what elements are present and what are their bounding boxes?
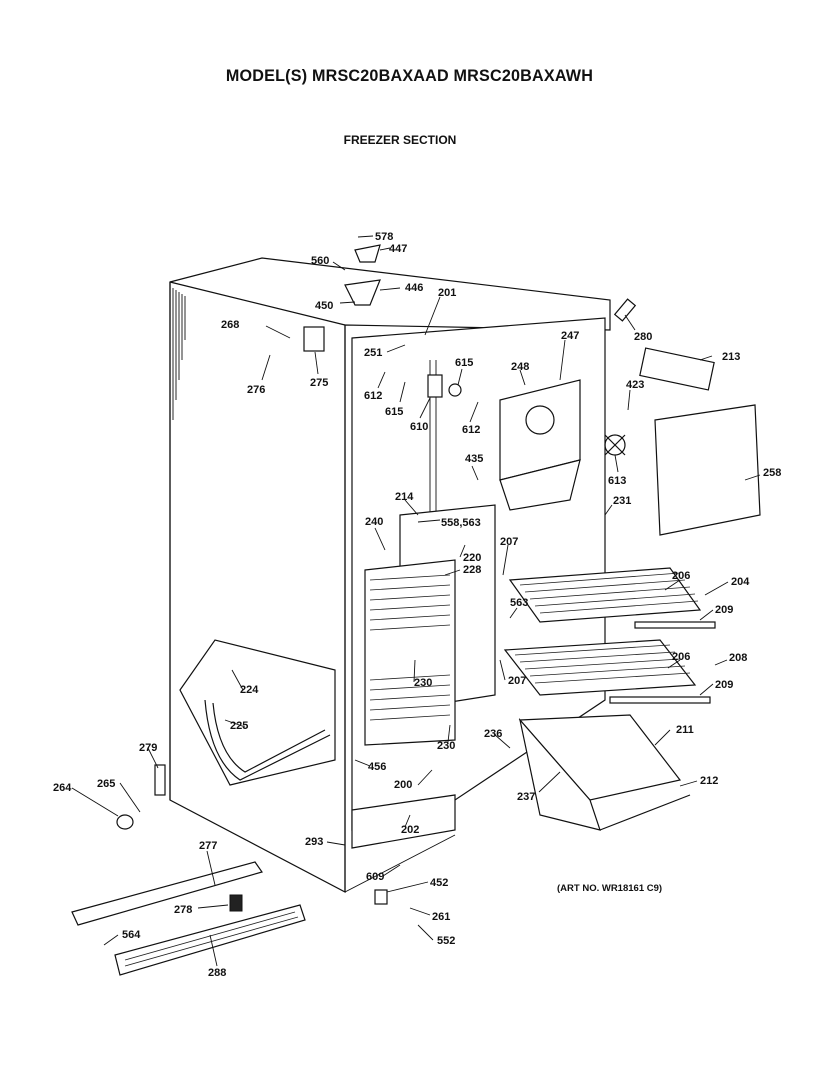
label-261: 261 xyxy=(432,911,450,923)
label-265: 265 xyxy=(97,778,115,790)
leader-lines xyxy=(71,235,761,967)
label-240: 240 xyxy=(365,516,383,528)
label-435: 435 xyxy=(465,453,483,465)
label-207-a: 207 xyxy=(500,536,518,548)
label-247: 247 xyxy=(561,330,579,342)
section-subtitle: FREEZER SECTION xyxy=(343,133,457,147)
part-275 xyxy=(303,326,325,352)
label-207-b: 207 xyxy=(508,675,526,687)
label-450: 450 xyxy=(315,300,333,312)
label-280: 280 xyxy=(634,331,652,343)
label-564: 564 xyxy=(122,929,141,941)
label-279: 279 xyxy=(139,742,157,754)
label-230-a: 230 xyxy=(414,677,432,689)
label-206-a: 206 xyxy=(672,570,690,582)
fan-blade xyxy=(604,434,626,456)
evaporator-cover xyxy=(364,504,496,746)
label-251: 251 xyxy=(364,347,382,359)
label-225: 225 xyxy=(230,720,248,732)
bottom-rail xyxy=(71,861,263,926)
fan-bracket xyxy=(499,379,581,511)
label-201: 201 xyxy=(438,287,456,299)
part-446 xyxy=(344,279,381,306)
label-268: 268 xyxy=(221,319,239,331)
label-276: 276 xyxy=(247,384,265,396)
label-288: 288 xyxy=(208,967,226,979)
label-275: 275 xyxy=(310,377,328,389)
label-248: 248 xyxy=(511,361,529,373)
label-220: 220 xyxy=(463,552,481,564)
label-423: 423 xyxy=(626,379,644,391)
part-279 xyxy=(154,764,166,796)
label-236: 236 xyxy=(484,728,502,740)
label-615-a: 615 xyxy=(455,357,473,369)
part-452 xyxy=(374,889,388,905)
label-230-b: 230 xyxy=(437,740,455,752)
label-258: 258 xyxy=(763,467,781,479)
part-610 xyxy=(427,374,443,398)
label-228: 228 xyxy=(463,564,481,576)
evaporator-panel xyxy=(654,404,761,536)
part-280 xyxy=(613,298,637,322)
label-293: 293 xyxy=(305,836,323,848)
label-224: 224 xyxy=(240,684,259,696)
part-labels: 578 447 560 446 450 201 268 276 275 251 … xyxy=(53,231,781,979)
label-610: 610 xyxy=(410,421,428,433)
part-278 xyxy=(229,894,243,912)
label-558-563: 558,563 xyxy=(441,517,481,529)
freezer-shelf-upper xyxy=(508,567,702,623)
kick-grille xyxy=(114,904,306,976)
label-204: 204 xyxy=(731,576,750,588)
label-231: 231 xyxy=(613,495,631,507)
label-563: 563 xyxy=(510,597,528,609)
label-613: 613 xyxy=(608,475,626,487)
art-number: (ART NO. WR18161 C9) xyxy=(557,883,663,894)
label-446: 446 xyxy=(405,282,423,294)
shelf-front-lower xyxy=(609,696,711,704)
label-212: 212 xyxy=(700,775,718,787)
part-264 xyxy=(116,814,134,830)
label-211: 211 xyxy=(676,724,694,736)
label-202: 202 xyxy=(401,824,419,836)
label-208: 208 xyxy=(729,652,747,664)
page-title: MODEL(S) MRSC20BAXAAD MRSC20BAXAWH xyxy=(225,66,594,85)
freezer-shelf-lower xyxy=(503,639,697,696)
label-264: 264 xyxy=(53,782,72,794)
label-237: 237 xyxy=(517,791,535,803)
label-214: 214 xyxy=(395,491,414,503)
label-209-a: 209 xyxy=(715,604,733,616)
label-213: 213 xyxy=(722,351,740,363)
label-615-b: 615 xyxy=(385,406,403,418)
label-456: 456 xyxy=(368,761,386,773)
label-277: 277 xyxy=(199,840,217,852)
label-560: 560 xyxy=(311,255,329,267)
label-452: 452 xyxy=(430,877,448,889)
label-447: 447 xyxy=(389,243,407,255)
label-200: 200 xyxy=(394,779,412,791)
part-447 xyxy=(354,244,381,263)
label-206-b: 206 xyxy=(672,651,690,663)
label-209-b: 209 xyxy=(715,679,733,691)
shelf-front-upper xyxy=(634,621,716,629)
freezer-basket xyxy=(518,714,691,831)
label-612-a: 612 xyxy=(364,390,382,402)
ice-bucket-assembly xyxy=(179,639,336,786)
label-278: 278 xyxy=(174,904,192,916)
label-578: 578 xyxy=(375,231,393,243)
label-612-b: 612 xyxy=(462,424,480,436)
ice-tray xyxy=(639,347,715,391)
label-552: 552 xyxy=(437,935,455,947)
part-615 xyxy=(448,383,462,397)
label-609: 609 xyxy=(366,871,384,883)
